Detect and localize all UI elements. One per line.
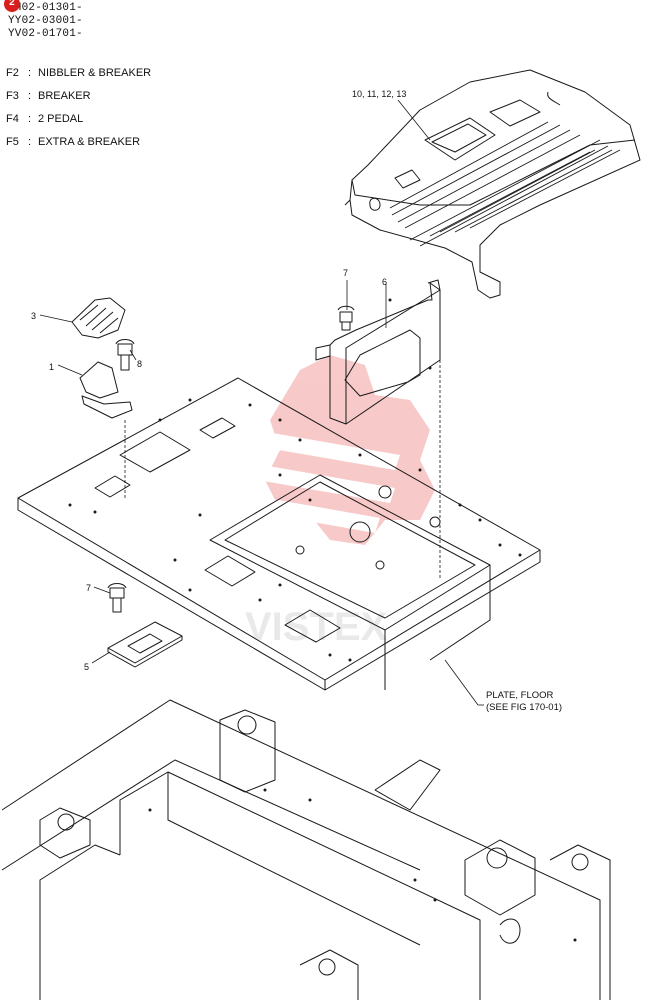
legend-row: F4:2 PEDAL (6, 113, 84, 125)
floor-note-line1: PLATE, FLOOR (486, 690, 554, 701)
floor-plate-note: PLATE, FLOOR (SEE FIG 170-01) (478, 690, 562, 713)
callout-3: 3 (31, 311, 36, 321)
floor-plate (17, 377, 541, 691)
pedal-bracket (315, 279, 441, 425)
floor-note-line2: (SEE FIG 170-01) (486, 702, 562, 713)
pedal-1 (79, 361, 133, 419)
bolt-7-lower (107, 583, 127, 613)
serial-range-block: 2 YH02-01301- YY02-03001- YV02-01701- (4, 0, 83, 41)
legend-row: F5:EXTRA & BREAKER (6, 136, 141, 148)
callout-5: 5 (84, 662, 89, 672)
callout-7-lower: 7 (86, 583, 91, 593)
floor-mat (344, 69, 641, 299)
page-badge: 2 (4, 0, 20, 12)
upper-frame (1, 699, 611, 1000)
serial-line: YV02-01701- (8, 28, 83, 40)
leader-lines (39, 99, 479, 706)
legend-row: F3:BREAKER (6, 90, 91, 102)
bolt-7-upper (337, 305, 355, 331)
watermark-logo: VISTEX (240, 355, 435, 649)
serial-line: YY02-03001- (8, 15, 83, 27)
bolt-8 (115, 339, 135, 371)
option-legend: F2:NIBBLER & BREAKER F3:BREAKER F4:2 PED… (6, 62, 151, 154)
callout-8: 8 (137, 359, 142, 369)
cover-plate-5 (107, 621, 183, 668)
mounting-holes (68, 298, 577, 942)
pedal-3 (71, 297, 126, 339)
legend-row: F2:NIBBLER & BREAKER (6, 67, 152, 79)
callout-1: 1 (49, 362, 54, 372)
callout-6: 6 (382, 277, 387, 287)
serial-line: YH02-01301- (8, 2, 83, 14)
callout-7-upper: 7 (343, 268, 348, 278)
callout-10-13: 10, 11, 12, 13 (352, 89, 406, 99)
